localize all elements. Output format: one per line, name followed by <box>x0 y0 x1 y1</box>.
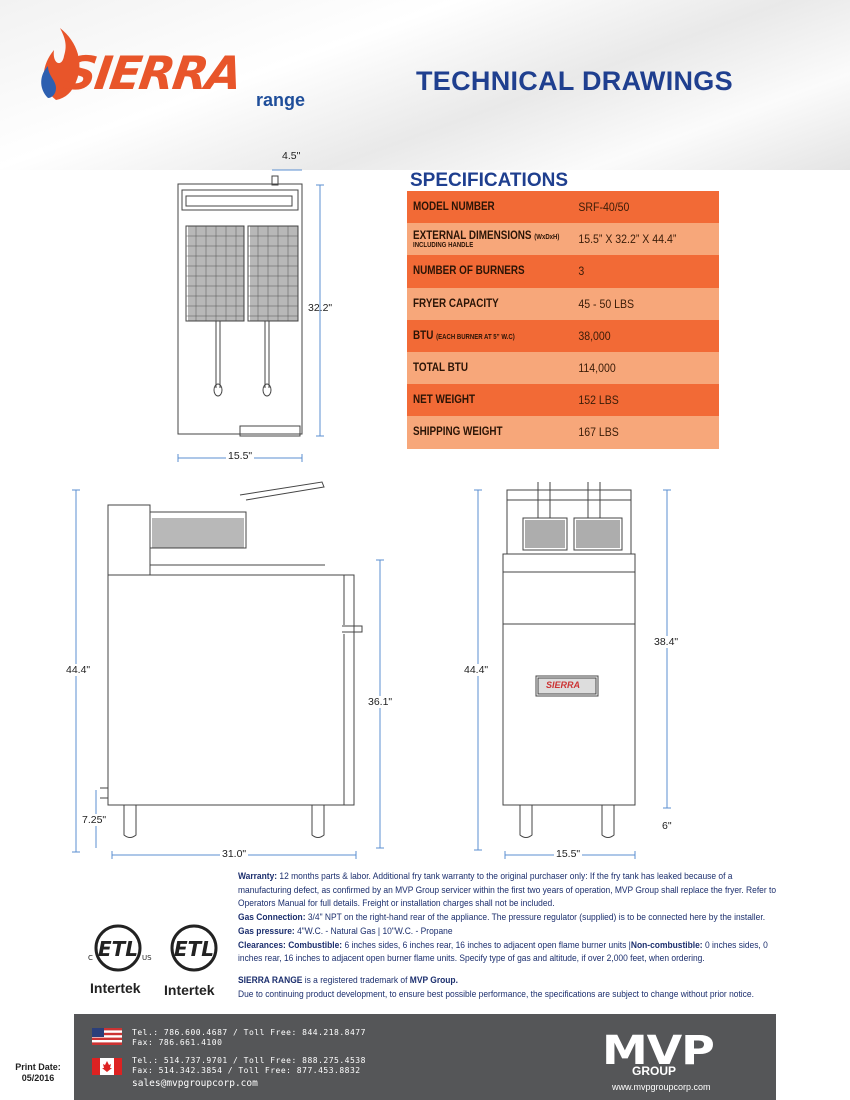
spec-label: NET WEIGHT <box>413 394 476 407</box>
svg-text:ETL: ETL <box>98 937 138 961</box>
etl-cert: ETL Intertek <box>160 920 230 998</box>
gas-connection-note: Gas Connection: 3/4" NPT on the right-ha… <box>238 911 766 923</box>
intertek-label: Intertek <box>164 982 215 998</box>
spec-row-total-btu: TOTAL BTU 114,000 <box>407 351 719 385</box>
etl-mark-icon: ETL C US <box>88 924 152 972</box>
dim-front-width: 15.5" <box>554 848 583 860</box>
specifications-title: SPECIFICATIONS <box>410 170 568 191</box>
spec-value: 3 <box>578 264 585 279</box>
warranty-note: Warranty: 12 months parts & labor. Addit… <box>238 870 777 909</box>
spec-label: SHIPPING WEIGHT <box>413 426 503 439</box>
technical-drawings <box>72 169 671 859</box>
spec-row-capacity: FRYER CAPACITY 45 - 50 LBS <box>407 287 719 320</box>
us-phone-line: Tel.: 786.600.4687 / Toll Free: 844.218.… <box>132 1028 366 1037</box>
spec-row-model: MODEL NUMBER SRF-40/50 <box>407 191 719 224</box>
spec-value: 152 LBS <box>578 393 619 408</box>
spec-value: 45 - 50 LBS <box>578 296 635 311</box>
canada-phone-line: Tel.: 514.737.9701 / Toll Free: 888.275.… <box>132 1056 366 1065</box>
dim-front-body-height: 38.4" <box>654 636 679 648</box>
spec-label: MODEL NUMBER <box>413 201 495 214</box>
spec-value: SRF-40/50 <box>578 200 630 215</box>
disclaimer-note: Due to continuing product development, t… <box>238 987 754 999</box>
logo-subtitle: range <box>256 90 306 110</box>
mvp-group-label: GROUP <box>632 1064 677 1078</box>
front-view-drawing <box>502 482 636 838</box>
us-flag-icon <box>92 1028 122 1045</box>
website-link[interactable]: www.mvpgroupcorp.com <box>612 1082 711 1092</box>
svg-text:C: C <box>88 954 93 962</box>
spec-value: 15.5” X 32.2” X 44.4” <box>578 232 677 247</box>
dim-side-body-height: 36.1" <box>368 696 393 708</box>
dim-front-leg: 6" <box>662 820 672 832</box>
svg-text:ETL: ETL <box>174 937 214 961</box>
dim-top-width: 15.5" <box>226 450 255 462</box>
mvp-logo: MVP <box>602 1028 715 1074</box>
email-link[interactable]: sales@mvpgroupcorp.com <box>132 1078 258 1089</box>
flame-icon <box>41 28 80 100</box>
dim-top-small: 4.5" <box>282 150 301 162</box>
spec-label: NUMBER OF BURNERS <box>413 265 525 278</box>
spec-row-dimensions: EXTERNAL DIMENSIONS (WxDxH)INCLUDING HAN… <box>407 223 719 256</box>
spec-row-net-weight: NET WEIGHT 152 LBS <box>407 384 719 417</box>
dim-side-depth: 31.0" <box>220 848 249 860</box>
product-notes: Warranty: 12 months parts & labor. Addit… <box>238 869 778 1000</box>
canada-flag-icon <box>92 1058 122 1075</box>
intertek-label: Intertek <box>90 980 141 996</box>
spec-value: 167 LBS <box>578 425 619 440</box>
print-date: Print Date: 05/2016 <box>4 1062 72 1084</box>
footer-bar: Tel.: 786.600.4687 / Toll Free: 844.218.… <box>74 1014 776 1100</box>
top-view-drawing <box>177 175 303 437</box>
spec-value: 114,000 <box>578 361 616 376</box>
clearances-note: Clearances: Combustible: 6 inches sides,… <box>238 938 768 964</box>
dim-front-height: 44.4" <box>464 664 489 676</box>
dim-side-height: 44.4" <box>66 664 91 676</box>
sierra-logo: SIERRA range <box>34 28 314 110</box>
canada-fax-line: Fax: 514.342.3854 / Toll Free: 877.453.8… <box>132 1066 361 1075</box>
svg-text:US: US <box>142 954 152 962</box>
trademark-note: SIERRA RANGE is a registered trademark o… <box>238 973 458 985</box>
header-background <box>0 0 850 170</box>
specifications-table: MODEL NUMBER SRF-40/50 EXTERNAL DIMENSIO… <box>407 191 719 449</box>
side-view-drawing <box>100 481 363 838</box>
gas-pressure-note: Gas pressure: 4"W.C. - Natural Gas | 10"… <box>238 924 453 936</box>
front-badge: SIERRA <box>546 680 581 690</box>
spec-value: 38,000 <box>578 328 611 343</box>
spec-row-btu: BTU (EACH BURNER AT 5” W.C) 38,000 <box>407 319 719 352</box>
etl-cert-c-us: ETL C US Intertek <box>80 920 160 996</box>
spec-label: FRYER CAPACITY <box>413 297 499 310</box>
etl-mark-icon: ETL <box>170 924 218 972</box>
spec-label: EXTERNAL DIMENSIONS (WxDxH)INCLUDING HAN… <box>413 229 560 249</box>
spec-row-shipping-weight: SHIPPING WEIGHT 167 LBS <box>407 416 719 449</box>
us-fax-line: Fax: 786.661.4100 <box>132 1038 223 1047</box>
print-date-label: Print Date: <box>15 1062 61 1072</box>
spec-row-burners: NUMBER OF BURNERS 3 <box>407 255 719 288</box>
spec-label: TOTAL BTU <box>413 362 468 374</box>
print-date-value: 05/2016 <box>21 1073 55 1083</box>
page-title: TECHNICAL DRAWINGS <box>416 66 733 96</box>
spec-label: BTU (EACH BURNER AT 5” W.C) <box>413 329 515 342</box>
dim-side-leg-height: 7.25" <box>82 814 107 826</box>
dim-top-depth: 32.2" <box>308 302 333 314</box>
